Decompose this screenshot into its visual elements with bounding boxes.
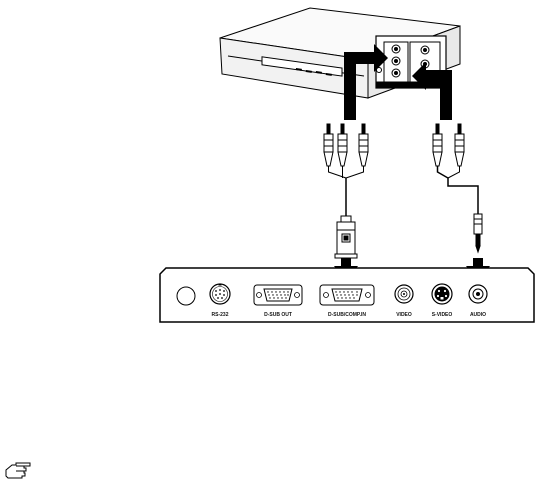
mini-jack-plug	[474, 214, 482, 252]
video-label: VIDEO	[396, 312, 412, 318]
arrow-to-audio-jacks	[412, 62, 452, 120]
rs232-port	[210, 284, 230, 305]
power-socket	[177, 287, 195, 305]
audio-rca-plug-2	[455, 124, 464, 166]
pointing-hand-icon	[6, 463, 30, 478]
dsub-comp-in-port	[320, 285, 374, 305]
rca-plug-1	[324, 124, 333, 166]
video-port	[395, 285, 413, 303]
rca-plug-3	[359, 124, 368, 166]
projector-io-panel: RS-232 D-SUB OUT D-SUB/COMP.IN VIDEO S-V…	[160, 268, 534, 322]
svideo-port	[432, 284, 452, 304]
dsub-comp-in-label: D-SUB/COMP.IN	[328, 312, 366, 318]
audio-cable	[433, 124, 482, 252]
dsub-out-port	[254, 285, 302, 305]
audio-port	[469, 285, 487, 303]
audio-rca-plug-1	[433, 124, 442, 166]
rca-plug-2	[338, 124, 347, 166]
component-cable	[324, 124, 368, 258]
vga-plug	[335, 216, 357, 258]
audio-label: AUDIO	[470, 312, 486, 318]
dsub-out-label: D-SUB OUT	[264, 312, 292, 318]
svideo-label: S-VIDEO	[432, 312, 453, 318]
rs232-label: RS-232	[212, 312, 229, 318]
